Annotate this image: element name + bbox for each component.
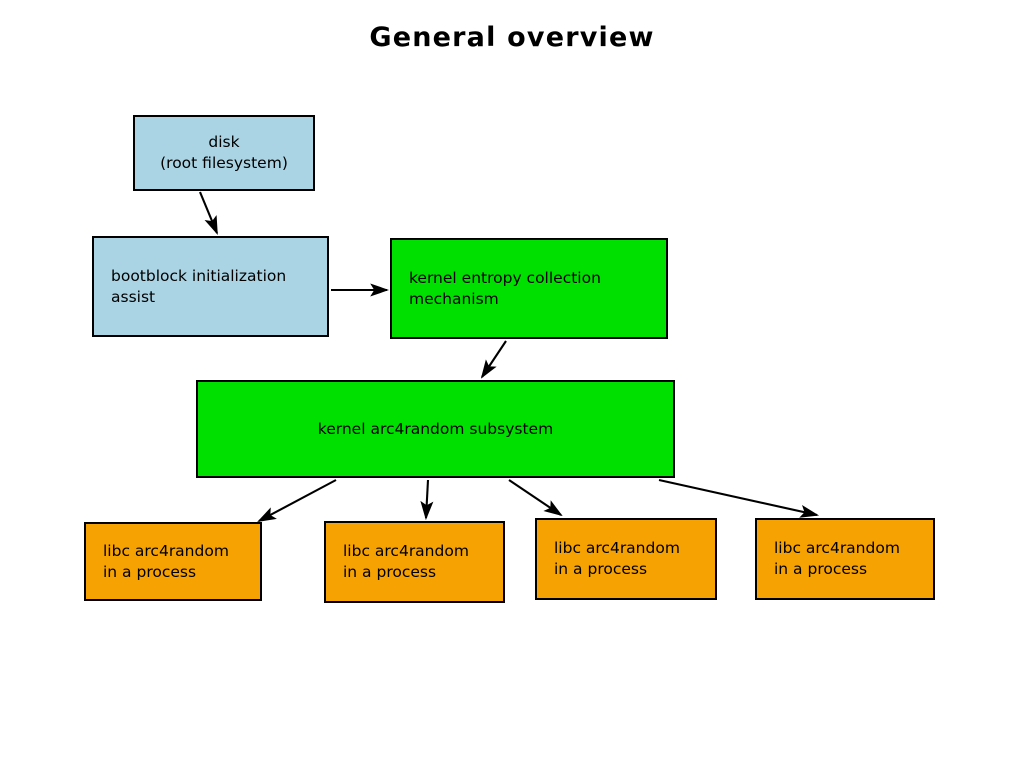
node-arc4random[interactable]: kernel arc4random subsystem — [196, 380, 675, 478]
diagram-title: General overview — [369, 22, 655, 53]
node-libc1-label: libc arc4random in a process — [103, 541, 229, 581]
node-entropy[interactable]: kernel entropy collection mechanism — [390, 238, 668, 339]
edge-arc4random-to-libc4 — [658, 478, 820, 518]
node-libc3-label: libc arc4random in a process — [554, 539, 680, 578]
node-disk-label: disk (root filesystem) — [160, 133, 288, 172]
node-bootblock[interactable]: bootblock initialization assist — [92, 236, 329, 337]
node-libc3[interactable]: libc arc4random in a process — [535, 518, 717, 600]
node-disk[interactable]: disk (root filesystem) — [133, 115, 315, 191]
node-libc1[interactable]: libc arc4random in a process — [84, 522, 262, 601]
edge-arc4random-to-libc1 — [257, 479, 337, 522]
edge-arc4random-to-libc3 — [508, 479, 563, 517]
edge-entropy-to-arc4random — [480, 340, 507, 379]
edge-arc4random-to-libc2 — [420, 479, 434, 521]
node-libc2[interactable]: libc arc4random in a process — [324, 521, 505, 603]
node-arc4random-label: kernel arc4random subsystem — [317, 419, 554, 438]
node-libc4[interactable]: libc arc4random in a process — [755, 518, 935, 600]
edge-disk-to-bootblock — [199, 191, 218, 235]
node-libc4-label: libc arc4random in a process — [774, 539, 900, 578]
node-entropy-label: kernel entropy collection mechanism — [409, 268, 601, 308]
node-libc2-label: libc arc4random in a process — [343, 542, 469, 581]
node-bootblock-label: bootblock initialization assist — [111, 266, 287, 306]
